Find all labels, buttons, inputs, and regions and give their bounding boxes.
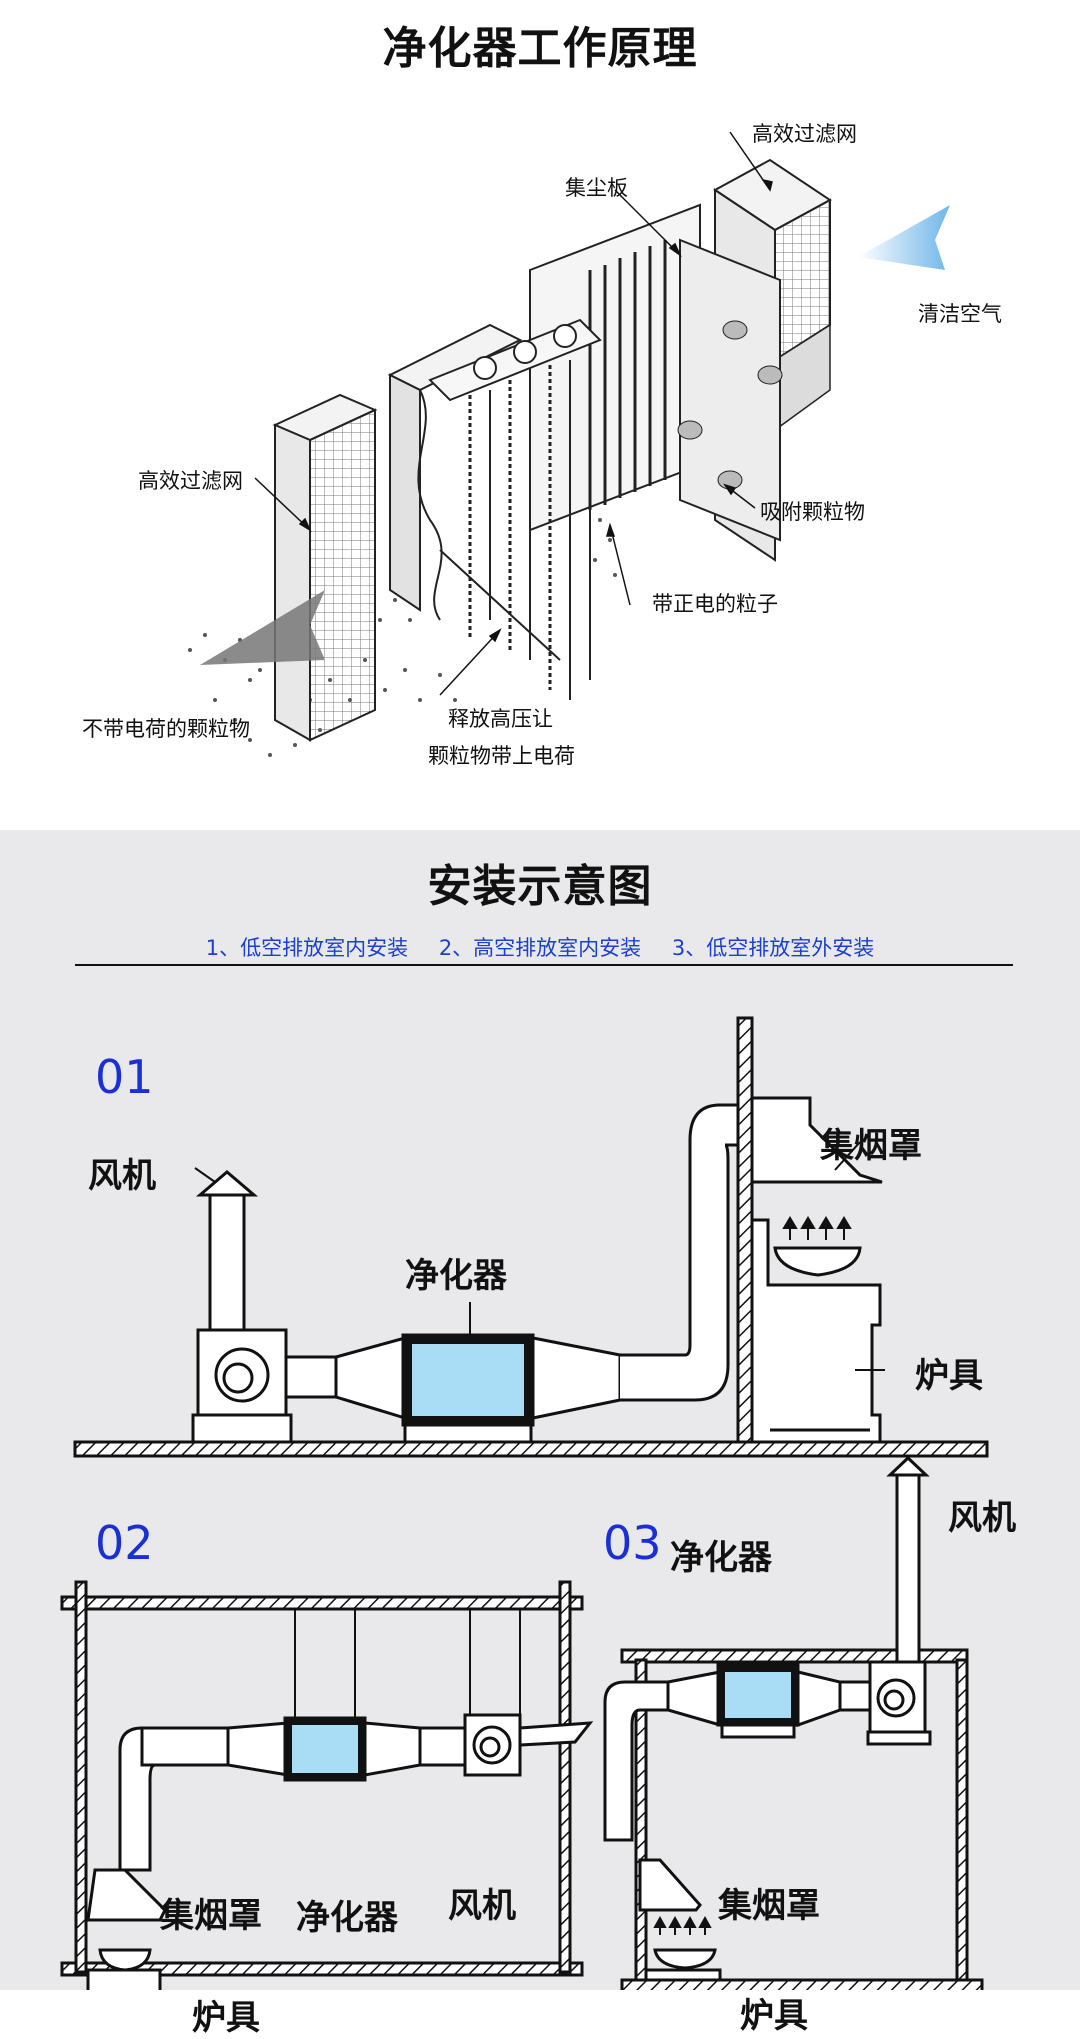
install-modes: 1、低空排放室内安装 2、高空排放室内安装 3、低空排放室外安装 xyxy=(0,932,1080,962)
d3-hood-label: 集烟罩 xyxy=(718,1886,820,1926)
label-release-1: 释放高压让 xyxy=(448,707,553,731)
collector-plates xyxy=(529,203,783,542)
d3-purifier-label: 净化器 xyxy=(670,1538,772,1578)
label-uncharged-particles: 不带电荷的颗粒物 xyxy=(82,717,250,741)
d1-purifier-label: 净化器 xyxy=(405,1256,507,1296)
d2-stove-label: 炉具 xyxy=(192,1998,260,2038)
d3-stove-label: 炉具 xyxy=(740,1996,808,2036)
label-positive-particles: 带正电的粒子 xyxy=(652,592,778,616)
ionizer xyxy=(387,318,602,700)
d3-number: 03 xyxy=(603,1516,662,1570)
d3-fan-label: 风机 xyxy=(948,1498,1016,1538)
install-diagrams xyxy=(60,1016,989,1990)
d2-purifier-label: 净化器 xyxy=(296,1898,398,1938)
d2-number: 02 xyxy=(95,1516,154,1570)
diagram-02 xyxy=(60,1580,594,1990)
d1-fan-label: 风机 xyxy=(88,1156,156,1196)
principle-title: 净化器工作原理 xyxy=(382,23,698,74)
d2-fan-label: 风机 xyxy=(448,1886,516,1926)
mode-2: 2、高空排放室内安装 xyxy=(438,936,642,960)
d1-stove-label: 炉具 xyxy=(915,1356,983,1396)
diagram-03 xyxy=(603,1455,984,1990)
principle-section: 净化器工作原理 xyxy=(0,0,1080,830)
incoming-air-arrow xyxy=(200,590,325,665)
purifier-exploded-diagram xyxy=(188,131,950,757)
d1-hood-label: 集烟罩 xyxy=(820,1126,922,1166)
d2-hood-label: 集烟罩 xyxy=(160,1896,262,1936)
install-title: 安装示意图 xyxy=(427,861,653,912)
install-section: 安装示意图 1、低空排放室内安装 2、高空排放室内安装 3、低空排放室外安装 xyxy=(0,830,1080,2038)
mode-3: 3、低空排放室外安装 xyxy=(671,936,875,960)
mode-1: 1、低空排放室内安装 xyxy=(205,936,409,960)
d1-number: 01 xyxy=(95,1050,154,1104)
label-clean-air: 清洁空气 xyxy=(918,302,1002,326)
label-filter-top: 高效过滤网 xyxy=(752,122,857,146)
title-rule xyxy=(75,964,1013,966)
label-release-2: 颗粒物带上电荷 xyxy=(428,744,575,768)
label-filter-left: 高效过滤网 xyxy=(138,469,243,493)
diagram-01 xyxy=(73,1016,989,1458)
clean-air-arrow xyxy=(858,205,950,270)
label-collector: 集尘板 xyxy=(565,176,628,200)
label-adsorbed: 吸附颗粒物 xyxy=(760,500,865,524)
